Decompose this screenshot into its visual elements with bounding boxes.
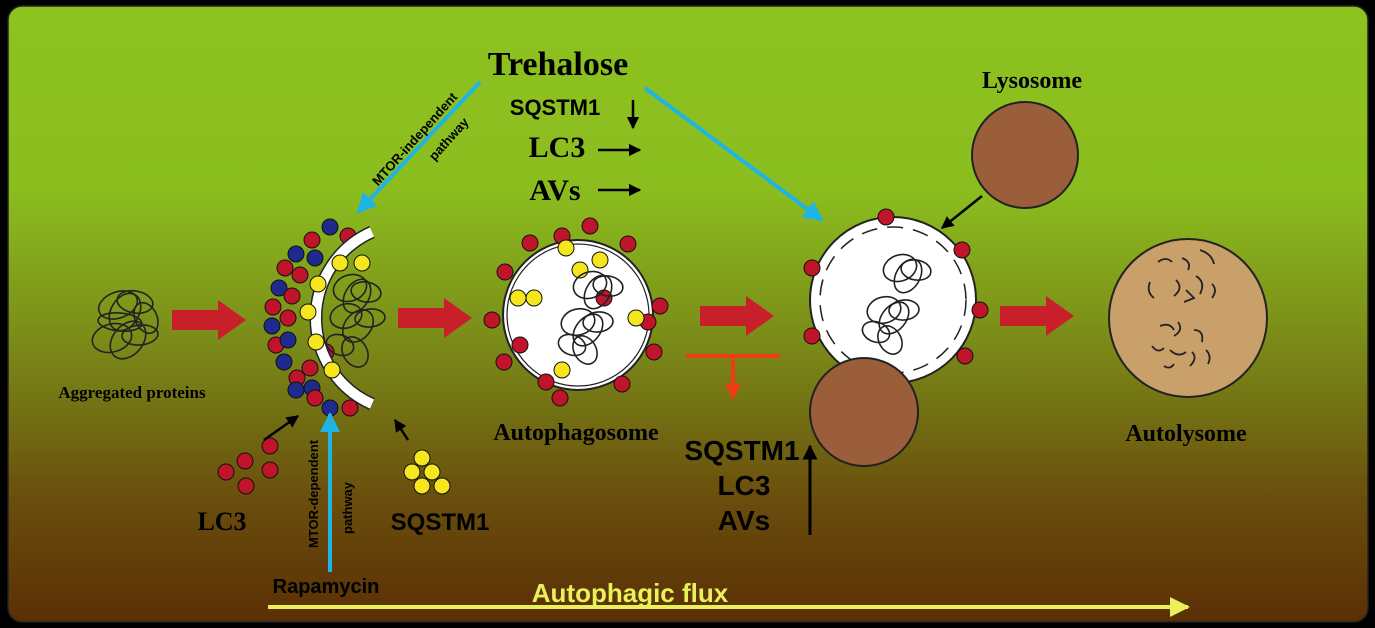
- lysosome-icon: [971, 101, 1079, 209]
- phagophore-cargo-icon: [325, 273, 386, 368]
- red-arrow-1: [172, 300, 246, 340]
- mtor-independent-blue-arrow: [356, 80, 482, 214]
- avs-top-label: AVs: [529, 174, 580, 207]
- lc3-block-label: LC3: [718, 470, 771, 501]
- autophagosome-icon: [483, 217, 669, 407]
- mtor-dependent-label-line1: MTOR-dependent: [306, 439, 321, 548]
- red-arrow-3: [700, 296, 774, 336]
- lc3-bottom-label: LC3: [197, 507, 246, 536]
- autophagosome-label: Autophagosome: [493, 420, 659, 446]
- trehalose-label: Trehalose: [488, 46, 628, 83]
- aggregated-proteins-label: Aggregated proteins: [58, 383, 206, 402]
- rapamycin-label: Rapamycin: [273, 576, 380, 598]
- aggregated-proteins-icon: [91, 289, 159, 360]
- phagophore-sqstm1-dots: [299, 254, 371, 379]
- trehalose-to-fusion-blue-arrow: [643, 86, 824, 222]
- red-arrow-4: [1000, 296, 1074, 336]
- lc3-black-arrow: [263, 414, 300, 442]
- lc3-dots-cluster: [217, 437, 279, 495]
- mtor-dependent-label-line2: pathway: [340, 481, 355, 534]
- fusing-lysosome-icon: [809, 357, 919, 467]
- red-arrow-2: [398, 298, 472, 338]
- lc3-top-label: LC3: [529, 131, 586, 164]
- autophagic-flux-label: Autophagic flux: [532, 578, 729, 608]
- lysosome-black-arrow: [941, 195, 983, 229]
- avs-block-label: AVs: [718, 505, 770, 536]
- autolysome-label: Autolysome: [1125, 421, 1247, 447]
- sqstm1-dots-cluster: [403, 449, 451, 495]
- lysosome-label: Lysosome: [982, 68, 1082, 94]
- sqstm1-top-label: SQSTM1: [510, 95, 600, 120]
- sqstm1-bottom-label: SQSTM1: [391, 509, 490, 536]
- sqstm1-black-arrow: [393, 418, 410, 441]
- fusing-autophagosome-icon: [803, 208, 989, 384]
- autolysome-icon: [1108, 238, 1268, 398]
- sqstm1-block-label: SQSTM1: [684, 435, 799, 466]
